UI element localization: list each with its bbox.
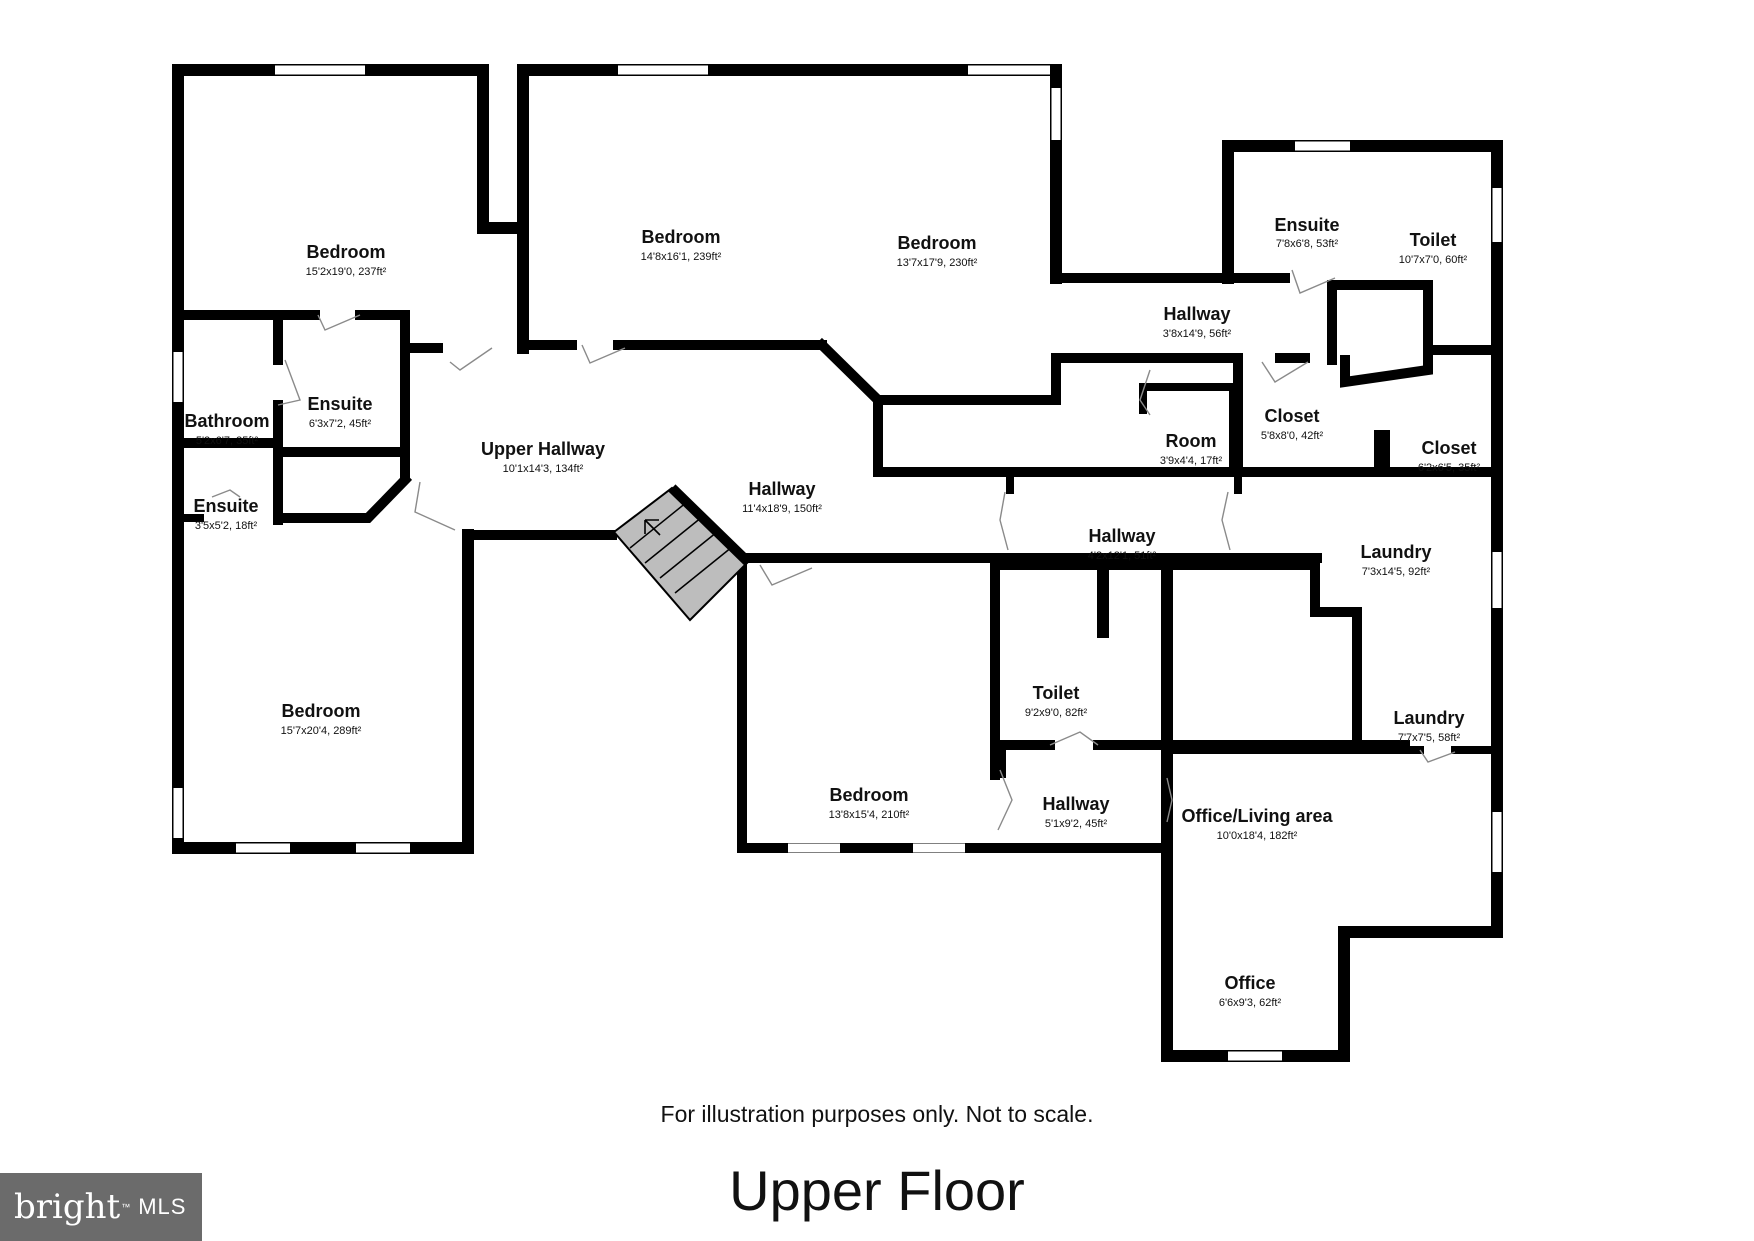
room-dims: 6'2x6'5, 35ft² xyxy=(1418,462,1481,474)
room-name: Bedroom xyxy=(829,785,908,805)
door-swings xyxy=(211,269,1456,831)
room-closet-2: Closet 6'2x6'5, 35ft² xyxy=(1418,438,1481,474)
disclaimer-text: For illustration purposes only. Not to s… xyxy=(660,1101,1094,1127)
room-dims: 10'1x14'3, 134ft² xyxy=(503,463,584,475)
room-name: Bedroom xyxy=(281,701,360,721)
room-bedroom-5: Bedroom 13'8x15'4, 210ft² xyxy=(829,785,910,821)
room-name: Bathroom xyxy=(185,411,270,431)
room-hallway-2: Hallway 11'4x18'9, 150ft² xyxy=(742,479,822,515)
room-dims: 10'7x7'0, 60ft² xyxy=(1399,254,1468,266)
room-dims: 5'8x8'0, 42ft² xyxy=(1261,430,1324,442)
room-dims: 15'2x19'0, 237ft² xyxy=(306,266,387,278)
room-dims: 5'2x6'7, 35ft² xyxy=(196,435,259,447)
walls xyxy=(172,64,1503,1062)
room-dims: 7'8x6'8, 53ft² xyxy=(1276,238,1339,250)
room-dims: 3'8x14'9, 56ft² xyxy=(1163,328,1232,340)
room-name: Office xyxy=(1224,973,1275,993)
room-bathroom: Bathroom 5'2x6'7, 35ft² xyxy=(185,411,270,447)
room-labels: Bedroom 15'2x19'0, 237ft² Bedroom 14'8x1… xyxy=(185,215,1481,1009)
room-dims: 5'1x9'2, 45ft² xyxy=(1045,818,1108,830)
room-name: Office/Living area xyxy=(1181,806,1333,826)
room-hallway-1: Hallway 3'8x14'9, 56ft² xyxy=(1163,304,1232,340)
room-dims: 9'2x9'0, 82ft² xyxy=(1025,707,1088,719)
room-dims: 6'6x9'3, 62ft² xyxy=(1219,997,1282,1009)
room-name: Toilet xyxy=(1033,683,1080,703)
room-hallway-4: Hallway 5'1x9'2, 45ft² xyxy=(1042,794,1109,830)
room-dims: 3'9x4'4, 17ft² xyxy=(1160,455,1223,467)
room-room: Room 3'9x4'4, 17ft² xyxy=(1160,431,1223,467)
room-name: Bedroom xyxy=(306,242,385,262)
room-ensuite-2: Ensuite 6'3x7'2, 45ft² xyxy=(307,394,372,430)
room-name: Hallway xyxy=(1042,794,1109,814)
room-name: Closet xyxy=(1264,406,1319,426)
room-bedroom-2: Bedroom 14'8x16'1, 239ft² xyxy=(641,227,722,263)
room-bedroom-1: Bedroom 15'2x19'0, 237ft² xyxy=(306,242,387,278)
room-dims: 15'7x20'4, 289ft² xyxy=(281,725,362,737)
room-bedroom-3: Bedroom 13'7x17'9, 230ft² xyxy=(897,233,978,269)
windows xyxy=(173,65,1502,1061)
room-name: Ensuite xyxy=(307,394,372,414)
logo-brand: bright xyxy=(14,1187,121,1227)
room-dims: 10'0x18'4, 182ft² xyxy=(1217,830,1298,842)
room-ensuite-3: Ensuite 3'5x5'2, 18ft² xyxy=(193,496,258,532)
room-dims: 7'3x14'5, 92ft² xyxy=(1362,566,1431,578)
room-hallway-3: Hallway 4'2x12'1, 51ft² xyxy=(1088,526,1157,562)
room-toilet-2: Toilet 9'2x9'0, 82ft² xyxy=(1025,683,1088,719)
room-laundry-1: Laundry 7'3x14'5, 92ft² xyxy=(1360,542,1431,578)
stair-direction-arrow-icon xyxy=(644,519,661,536)
room-name: Bedroom xyxy=(897,233,976,253)
room-name: Upper Hallway xyxy=(481,439,605,459)
room-toilet-1: Toilet 10'7x7'0, 60ft² xyxy=(1399,230,1468,266)
room-office-living: Office/Living area 10'0x18'4, 182ft² xyxy=(1181,806,1333,842)
room-name: Laundry xyxy=(1393,708,1464,728)
room-dims: 11'4x18'9, 150ft² xyxy=(742,503,822,515)
room-dims: 7'7x7'5, 58ft² xyxy=(1398,732,1461,744)
room-dims: 13'8x15'4, 210ft² xyxy=(829,809,910,821)
room-name: Hallway xyxy=(748,479,815,499)
room-dims: 13'7x17'9, 230ft² xyxy=(897,257,978,269)
room-ensuite-1: Ensuite 7'8x6'8, 53ft² xyxy=(1274,215,1339,250)
room-dims: 4'2x12'1, 51ft² xyxy=(1088,550,1157,562)
room-name: Ensuite xyxy=(1274,215,1339,235)
room-name: Ensuite xyxy=(193,496,258,516)
floor-title: Upper Floor xyxy=(729,1159,1025,1222)
room-upper-hallway: Upper Hallway 10'1x14'3, 134ft² xyxy=(481,439,605,475)
room-name: Toilet xyxy=(1410,230,1457,250)
room-dims: 3'5x5'2, 18ft² xyxy=(195,520,258,532)
logo-suffix: MLS xyxy=(138,1194,187,1219)
room-dims: 6'3x7'2, 45ft² xyxy=(309,418,372,430)
room-name: Bedroom xyxy=(641,227,720,247)
room-office: Office 6'6x9'3, 62ft² xyxy=(1219,973,1282,1009)
room-bedroom-4: Bedroom 15'7x20'4, 289ft² xyxy=(281,701,362,737)
staircase xyxy=(612,484,752,622)
room-name: Laundry xyxy=(1360,542,1431,562)
logo-trademark: ™ xyxy=(121,1202,131,1212)
room-closet-1: Closet 5'8x8'0, 42ft² xyxy=(1261,406,1324,442)
room-name: Hallway xyxy=(1163,304,1230,324)
room-name: Closet xyxy=(1421,438,1476,458)
room-name: Hallway xyxy=(1088,526,1155,546)
room-laundry-2: Laundry 7'7x7'5, 58ft² xyxy=(1393,708,1464,744)
room-dims: 14'8x16'1, 239ft² xyxy=(641,251,722,263)
room-name: Room xyxy=(1166,431,1217,451)
